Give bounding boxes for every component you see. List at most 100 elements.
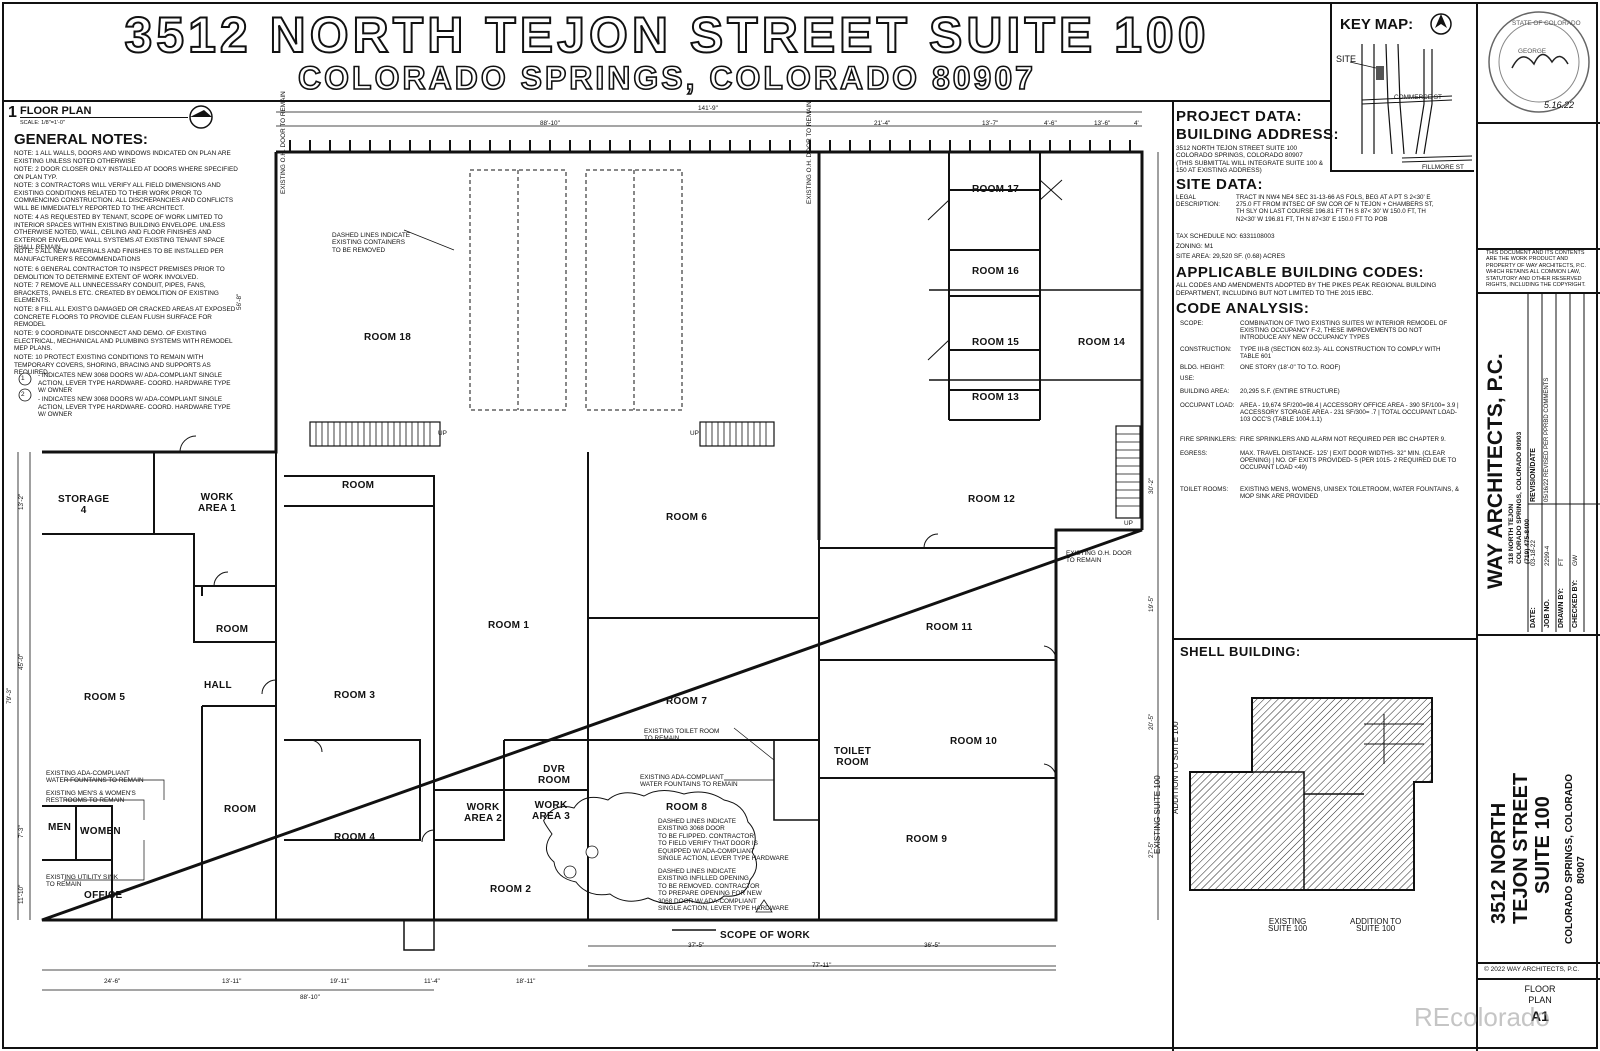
dim-top-r1: 13'-7" [982, 120, 999, 127]
north-arrow-plan-icon [189, 105, 213, 129]
room-4: ROOM 4 [334, 832, 376, 843]
firm-name: WAY ARCHITECTS, P.C. [1484, 353, 1507, 589]
project-data-title: PROJECT DATA: [1176, 108, 1302, 125]
site-data-title: SITE DATA: [1176, 176, 1263, 193]
street-commerce: COMMERCE ST [1394, 94, 1442, 101]
dim-left-1: 13'-2" [18, 493, 25, 510]
dim-left-3: 7'-3" [18, 825, 25, 838]
title-city: COLORADO SPRINGS, COLORADO 80907 [297, 59, 1036, 97]
revision-header: REVISION/DATE [1530, 448, 1537, 502]
key-map-site: SITE [1336, 54, 1357, 64]
dim-bot-1: 24'-6" [104, 978, 121, 985]
room-8: ROOM 8 [666, 802, 708, 813]
code-analysis-title: CODE ANALYSIS: [1176, 300, 1310, 317]
job-label: JOB NO. [1544, 599, 1551, 628]
dim-left-upper: 56'-8" [236, 293, 243, 310]
room-5: ROOM 5 [84, 692, 126, 703]
general-notes-title: GENERAL NOTES: [14, 131, 148, 148]
code-toilet-rooms: TOILET ROOMS:EXISTING MENS, WOMENS, UNIS… [1180, 486, 1459, 501]
room-1: ROOM 1 [488, 620, 530, 631]
stair-up-3: UP [1124, 520, 1133, 527]
note-7: NOTE: 7 REMOVE ALL UNNECESSARY CONDUIT, … [14, 282, 219, 305]
plan-title: FLOOR PLAN [20, 105, 188, 118]
room-3: ROOM 3 [334, 690, 376, 701]
room-13: ROOM 13 [972, 392, 1020, 403]
dim-top-r4: 4' [1134, 120, 1139, 127]
dim-bot-right: 77'-11" [812, 962, 832, 969]
drawn-label: DRAWN BY: [1558, 588, 1565, 628]
key-map-drawing [1349, 13, 1473, 163]
room-6: ROOM 6 [666, 512, 708, 523]
legend-2: - INDICATES NEW 3068 DOORS W/ ADA-COMPLI… [38, 396, 231, 419]
room-9: ROOM 9 [906, 834, 948, 845]
room-unnumbered-top: ROOM [342, 480, 375, 491]
project-zip: 80907 [1576, 856, 1587, 884]
room-12: ROOM 12 [968, 494, 1016, 505]
checked-label: CHECKED BY: [1572, 579, 1579, 628]
site-area: SITE AREA: 29,520 SF. (0.68) ACRES [1176, 253, 1286, 260]
title-band: 3512 NORTH TEJON STREET SUITE 100 COLORA… [4, 4, 1474, 102]
dim-top-left: 88'-10" [540, 120, 560, 127]
legend-door-icons [18, 372, 32, 402]
stair-up-2: UP [690, 430, 699, 437]
room-14: ROOM 14 [1078, 337, 1126, 348]
room-15: ROOM 15 [972, 337, 1020, 348]
room-7: ROOM 7 [666, 696, 708, 707]
dim-right-1: 30'-2" [1148, 477, 1155, 494]
mens-room: MEN [48, 822, 72, 833]
title-block: STATE OF COLORADO GEORGE 5.16.22 THIS DO… [1476, 4, 1600, 1051]
note-5: NOTE: 5 ALL NEW MATERIALS AND FINISHES T… [14, 248, 224, 263]
code-use: USE: [1180, 375, 1195, 382]
room-unnumbered-mid: ROOM [216, 624, 249, 635]
plan-number: 1 [8, 104, 17, 121]
date-value: 03-18-22 [1530, 539, 1537, 566]
dim-bot-4: 11'-4" [424, 978, 440, 985]
room-16: ROOM 16 [972, 266, 1020, 277]
note-6: NOTE: 6 GENERAL CONTRACTOR TO INSPECT PR… [14, 266, 225, 281]
building-address-title: BUILDING ADDRESS: [1176, 126, 1339, 143]
note-3: NOTE: 3 CONTRACTORS WILL VERIFY ALL FIEL… [14, 182, 234, 212]
date-label: DATE: [1530, 607, 1537, 628]
code-occupant-load: OCCUPANT LOAD:AREA - 19,674 SF/200=98.4 … [1180, 402, 1459, 424]
code-egress: EGRESS:MAX. TRAVEL DISTANCE- 125' | EXIT… [1180, 450, 1457, 472]
revision-1: 05/16/22 REVISED PER PPRBD COMMENTS [1544, 377, 1550, 502]
firm-city: COLORADO SPRINGS, COLORADO 80903 [1516, 431, 1523, 564]
code-building-area: BUILDING AREA:20,295 S.F. (ENTIRE STRUCT… [1180, 388, 1340, 395]
dim-top-mid: 21'-4" [874, 120, 891, 127]
stamp-date: 5.16.22 [1544, 100, 1575, 110]
note-oh-door-left: EXISTING O.H. DOOR TO REMAIN [280, 91, 287, 194]
codes-text: ALL CODES AND AMENDMENTS ADOPTED BY THE … [1176, 282, 1437, 297]
job-value: 2299-4 [1544, 545, 1551, 566]
drawn-value: FT [1558, 558, 1565, 566]
legend-1: - INDICATES NEW 3068 DOORS W/ ADA-COMPLI… [38, 372, 231, 395]
dim-bot-r1: 37'-5" [688, 942, 705, 949]
legend-sym-2: 2 [21, 391, 25, 398]
office: OFFICE [84, 890, 123, 901]
room-10: ROOM 10 [950, 736, 998, 747]
dim-left-2: 45'-0" [18, 653, 25, 670]
zoning: ZONING: M1 [1176, 243, 1214, 250]
stamp-name: GEORGE [1518, 48, 1547, 55]
project-name-2: TEJON STREET [1510, 772, 1532, 924]
key-map-title: KEY MAP: [1340, 16, 1414, 33]
project-name-3: SUITE 100 [1532, 796, 1554, 894]
code-fire-sprinklers: FIRE SPRINKLERS:FIRE SPRINKLERS AND ALAR… [1180, 436, 1446, 443]
sheet-number: A1 [1531, 1008, 1549, 1024]
note-oh-door-mid: EXISTING O.H. DOOR TO REMAIN [806, 101, 813, 204]
shell-existing-left: EXISTING SUITE 100 [1153, 775, 1162, 854]
dim-bot-total: 88'-10" [300, 994, 320, 1001]
legal-description: LEGAL DESCRIPTION:TRACT IN NW4 NE4 SEC 3… [1176, 194, 1434, 223]
dim-top-r3: 13'-6" [1094, 120, 1111, 127]
title-address: 3512 NORTH TEJON STREET SUITE 100 [123, 6, 1210, 64]
